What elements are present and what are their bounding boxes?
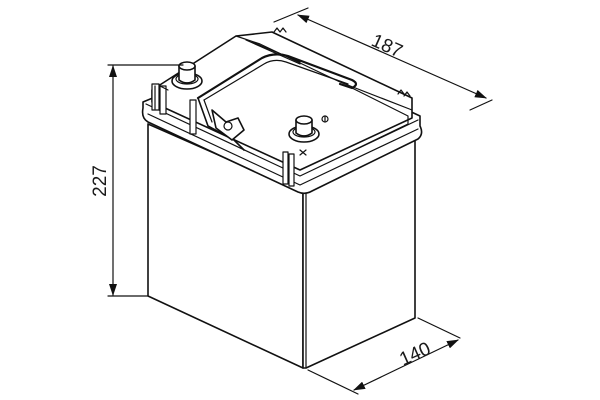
dimension-width-label: 140 [396,338,434,370]
terminal-positive [288,115,329,156]
dimension-height-label: 227 [90,165,111,197]
vent-pillars-left [151,83,197,135]
dimension-height: 227 [90,64,184,297]
lid-top [151,31,413,171]
terminal-negative [159,61,203,91]
battery-body [147,123,416,369]
vent-pillars-center [282,151,295,187]
dimension-length-label: 187 [368,30,406,62]
